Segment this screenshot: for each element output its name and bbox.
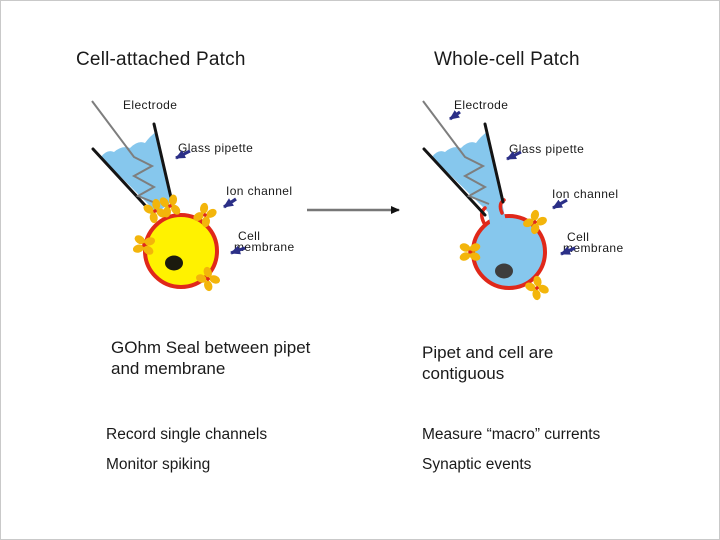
electrode-label: Electrode (123, 98, 177, 112)
electrode-wire (422, 100, 490, 205)
cell-attached-diagram: Electrode Glass pipette Ion channel Cell… (91, 98, 295, 295)
bullet-measure-macro-currents: Measure “macro” currents (422, 426, 601, 443)
pipette-wall-right (483, 122, 505, 204)
pipette-fluid (432, 132, 506, 230)
cell-membrane-label-line1: Cell (567, 230, 589, 244)
cell-body (471, 214, 547, 290)
pipette-wall-left (91, 147, 156, 217)
ion-channel-arrow (552, 198, 568, 210)
glass-pipette-arrow (175, 149, 191, 160)
electrode-label: Electrode (454, 98, 508, 112)
note-gohm-seal: GOhm Seal between pipet and membrane (111, 338, 316, 378)
glass-pipette-label: Glass pipette (178, 141, 253, 155)
bullet-synaptic-events: Synaptic events (422, 456, 532, 473)
electrode-arrow (449, 110, 461, 121)
whole-cell-diagram: Electrode Glass pipette Ion channel Cell… (422, 98, 624, 304)
membrane-curl-left (480, 206, 487, 225)
electrode-wire (91, 100, 159, 205)
cell-membrane-arrow (230, 245, 246, 255)
glass-pipette-label: Glass pipette (509, 142, 584, 156)
ion-channel-label: Ion channel (226, 184, 292, 198)
pipette-fluid (101, 132, 171, 213)
ion-channel-arrow (223, 197, 237, 209)
note-contiguous: Pipet and cell are contiguous (422, 343, 559, 383)
title-cell-attached: Cell-attached Patch (76, 49, 246, 70)
nucleus (495, 263, 513, 279)
bullet-record-single-channels: Record single channels (106, 426, 268, 443)
ion-channel-label: Ion channel (552, 187, 618, 201)
glass-pipette-arrow (506, 150, 522, 161)
cell-membrane-label-line2: membrane (234, 240, 295, 254)
cell-membrane-label-line1: Cell (238, 229, 260, 243)
pipette-wall-right (152, 122, 174, 204)
pipette-wall-left (422, 147, 487, 217)
cell-membrane-arrow (560, 246, 576, 256)
title-whole-cell: Whole-cell Patch (434, 49, 580, 70)
nucleus (165, 255, 183, 271)
cell-membrane-label-line2: membrane (563, 241, 624, 255)
bullet-monitor-spiking: Monitor spiking (106, 456, 211, 473)
